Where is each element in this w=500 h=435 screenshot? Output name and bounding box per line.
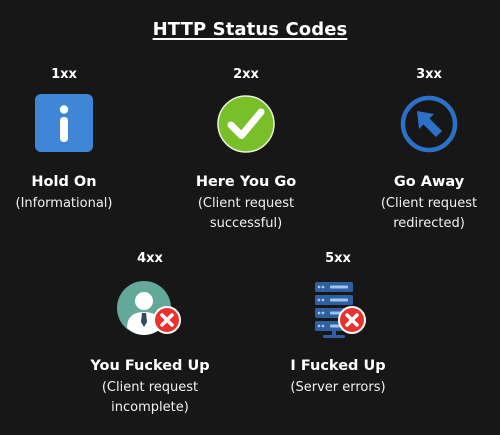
redirect-arrow-icon — [400, 95, 458, 153]
status-label: I Fucked Up — [290, 358, 386, 374]
info-icon — [35, 94, 93, 152]
status-label: Here You Go — [195, 174, 297, 190]
server-error-icon — [315, 282, 366, 338]
status-label: You Fucked Up — [90, 358, 210, 374]
page-title: HTTP Status Codes — [152, 19, 348, 40]
user-error-icon — [117, 281, 181, 335]
status-description: (Server errors) — [290, 380, 386, 395]
status-card-4xx: 4xx You Fucked Up (Client request incomp… — [70, 250, 230, 418]
check-icon — [217, 95, 275, 153]
status-description: (Informational) — [15, 196, 113, 211]
status-code-label: 2xx — [233, 67, 259, 82]
status-card-2xx: 2xx Here You Go (Client request successf… — [166, 66, 326, 234]
status-card-5xx: 5xx I Fucked Up (Server errors) — [258, 250, 418, 398]
status-description: (Client request redirected) — [380, 196, 478, 231]
status-description: (Client request successful) — [197, 196, 295, 231]
status-code-label: 3xx — [416, 67, 442, 82]
status-code-label: 5xx — [325, 251, 351, 266]
status-code-label: 1xx — [51, 67, 77, 82]
status-card-1xx: 1xx Hold On (Informational) — [0, 66, 144, 214]
status-label: Go Away — [393, 174, 465, 190]
status-code-label: 4xx — [137, 251, 163, 266]
status-description: (Client request incomplete) — [101, 380, 199, 415]
status-label: Hold On — [31, 174, 97, 190]
status-card-3xx: 3xx Go Away (Client request redirected) — [349, 66, 500, 234]
